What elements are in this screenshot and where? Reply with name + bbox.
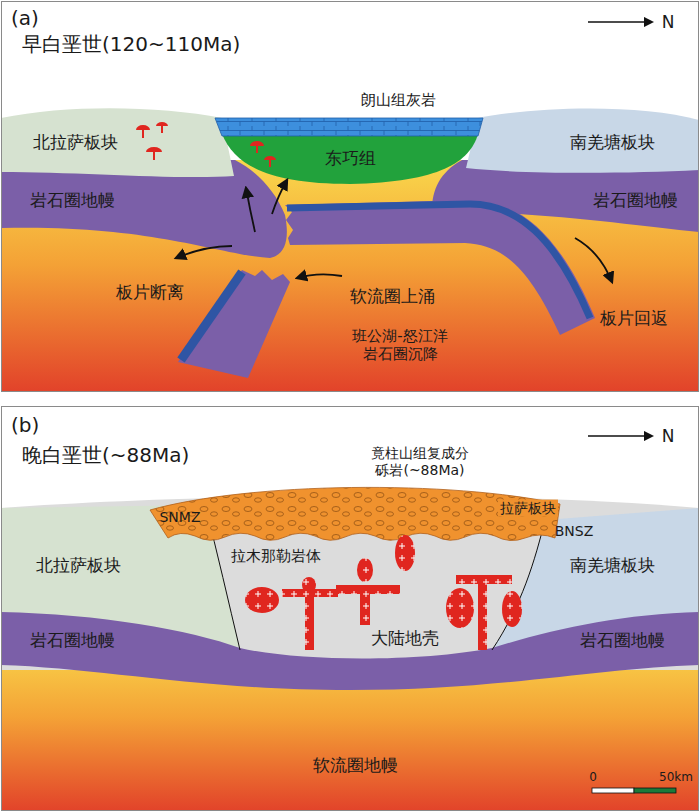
region-label: 软流圈上涌 (350, 286, 435, 306)
region-label: 岩石圈地幔 (593, 190, 678, 210)
panel-letter: (a) (11, 6, 39, 30)
region-label: 班公湖-怒江洋 岩石圈沉降 (348, 327, 452, 363)
region-label: 东巧组 (325, 148, 376, 168)
region-label: 北拉萨板块 (33, 132, 118, 152)
region-label: 拉木那勒岩体 (231, 547, 321, 565)
region-label: 南羌塘板块 (570, 132, 655, 152)
panel-letter: (b) (11, 413, 39, 437)
region-label: SNMZ (159, 509, 200, 526)
region-label: 南羌塘板块 (570, 555, 655, 575)
region-label: 拉萨板块 (498, 500, 558, 517)
region-label: BNSZ (555, 523, 594, 540)
region-label: 板片回返 (600, 308, 668, 328)
region-label: 竟柱山组复成分 砾岩(~88Ma) (368, 445, 472, 479)
panel-title: 晚白垩世(~88Ma) (22, 443, 189, 467)
region-label: 朗山组灰岩 (361, 91, 436, 109)
region-label: 岩石圈地幔 (30, 630, 115, 650)
region-label: 北拉萨板块 (36, 555, 121, 575)
north-label: N (662, 12, 675, 32)
scale-label: 0 (589, 770, 597, 784)
region-label: 软流圈地幔 (313, 755, 398, 775)
region-label: 板片断离 (116, 282, 184, 302)
region-label: 岩石圈地幔 (30, 190, 115, 210)
panel-frame: (b) 晚白垩世(~88Ma) (1, 406, 699, 811)
scale-label: 50km (659, 770, 693, 784)
panel-title: 早白垩世(120~110Ma) (22, 32, 240, 56)
region-label: 大陆地壳 (371, 628, 439, 648)
region-label: 岩石圈地幔 (580, 630, 665, 650)
north-label: N (662, 426, 675, 446)
